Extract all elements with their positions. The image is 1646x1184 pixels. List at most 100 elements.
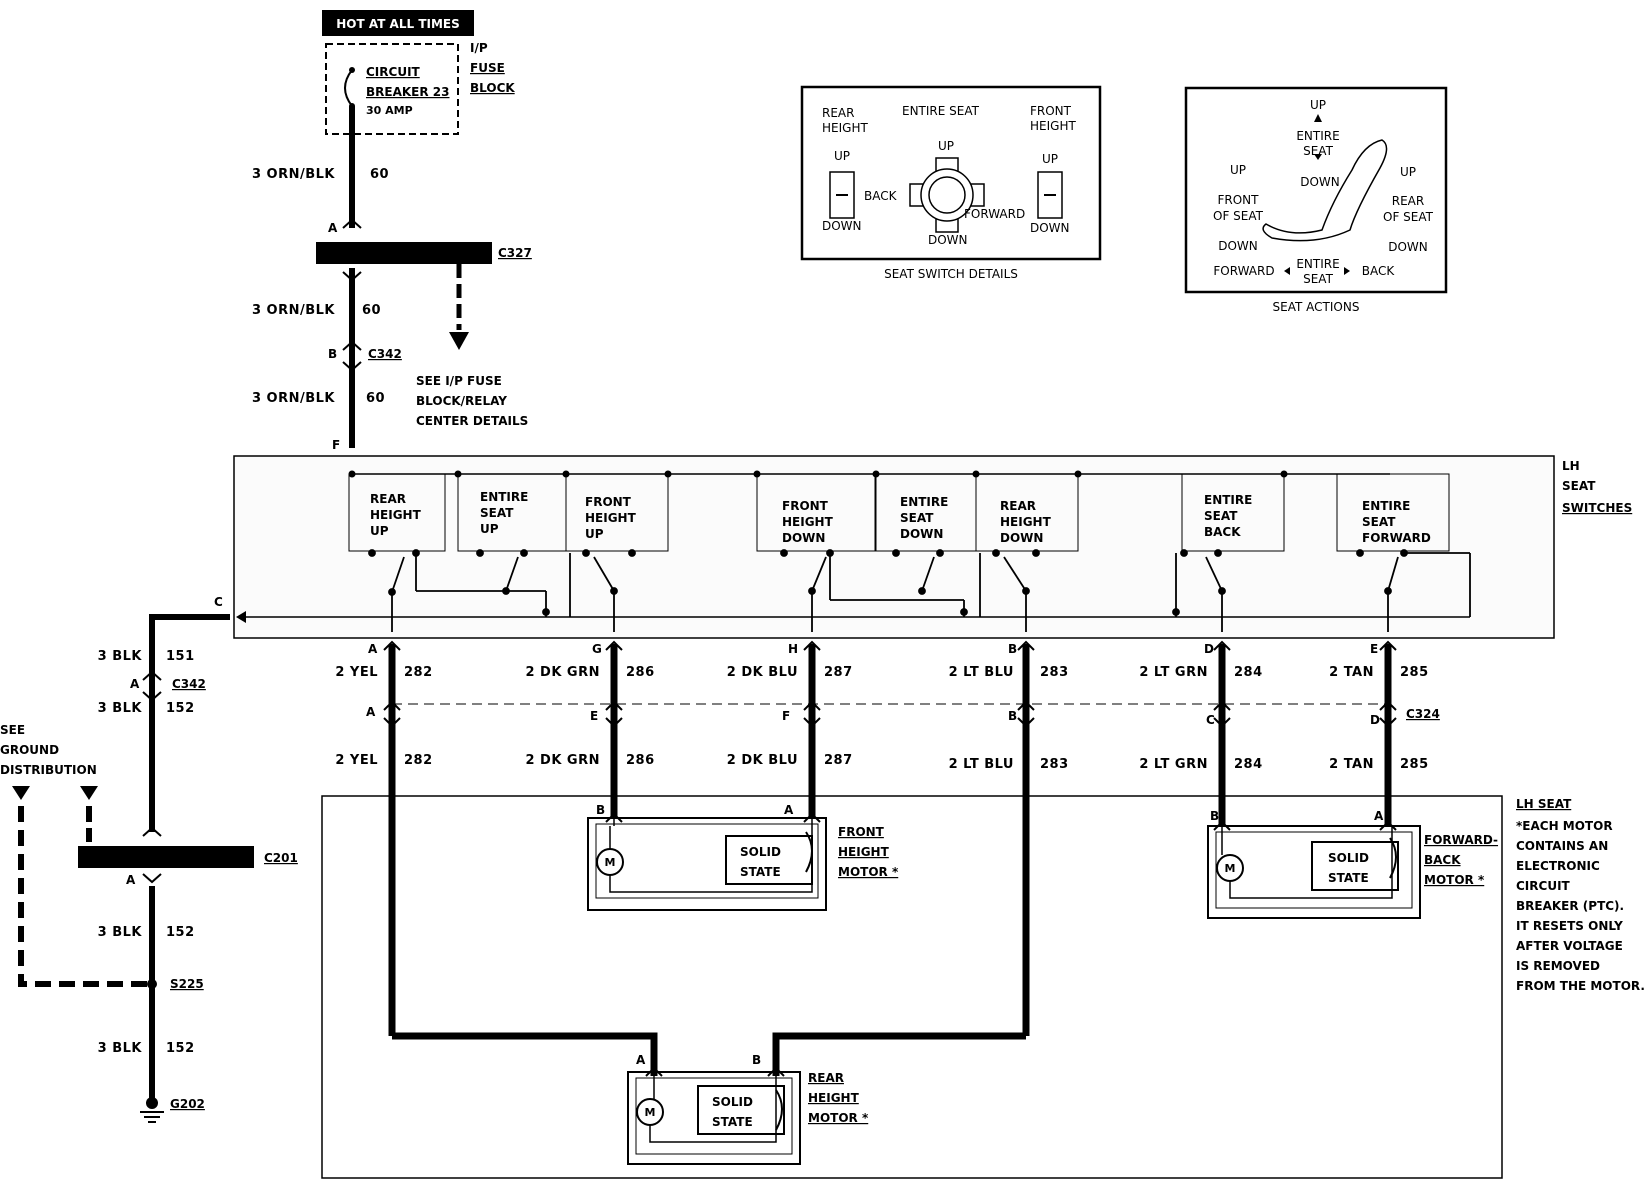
wire-ltgrn-lower: 2 LT GRN — [1139, 757, 1208, 772]
sw6-l2: HEIGHT — [1000, 515, 1052, 529]
rh-pin-b: B — [752, 1053, 761, 1067]
wire-dkgrn-upper: 2 DK GRN — [525, 665, 600, 680]
sw8-l1: ENTIRE — [1362, 499, 1410, 513]
see-ip-note-3: CENTER DETAILS — [416, 414, 528, 428]
c342-label-a: C342 — [172, 677, 206, 691]
feed-wire-1-circuit: 60 — [370, 167, 389, 182]
fh-label-3: MOTOR * — [838, 865, 899, 879]
breaker-terminal-top — [349, 67, 355, 73]
switch-labels: REAR HEIGHT UP ENTIRE SEAT UP FRONT HEIG… — [370, 490, 1431, 545]
ground-wire-2-circuit: 152 — [166, 701, 195, 716]
feed-wire-1-color: 3 ORN/BLK — [252, 167, 335, 182]
sa-rear-down: DOWN — [1388, 240, 1428, 254]
lh-seat-note-3: CONTAINS AN — [1516, 839, 1608, 853]
c327-bar — [316, 242, 492, 264]
switch-assembly-outline — [233, 455, 1555, 639]
rh-label-3: MOTOR * — [808, 1111, 869, 1125]
see-ip-note-2: BLOCK/RELAY — [416, 394, 507, 408]
ssd-caption: SEAT SWITCH DETAILS — [884, 267, 1018, 281]
feed-wire: 3 ORN/BLK 60 3 ORN/BLK 60 3 ORN/BLK 60 — [252, 106, 389, 448]
sa-front-down: DOWN — [1218, 239, 1258, 253]
sa-rear-1: REAR — [1392, 194, 1424, 208]
ground-wire-3-color: 3 BLK — [98, 925, 143, 940]
rh-state: STATE — [712, 1115, 753, 1129]
sa-entire-2: SEAT — [1303, 144, 1333, 158]
fb-pin-a: A — [1374, 809, 1384, 823]
sa-bottom-entire-2: SEAT — [1303, 272, 1333, 286]
wire-282-upper: 282 — [404, 665, 433, 680]
entire-seat-switch-icon — [909, 157, 985, 233]
wire-285-upper: 285 — [1400, 665, 1429, 680]
see-ip-note-1: SEE I/P FUSE — [416, 374, 502, 388]
ssd-entire-seat: ENTIRE SEAT — [902, 104, 980, 118]
see-ip-note: SEE I/P FUSE BLOCK/RELAY CENTER DETAILS — [416, 374, 528, 428]
seat-outline-icon — [1262, 139, 1388, 242]
connector-c327: A C327 — [316, 218, 532, 350]
fh-label-2: HEIGHT — [838, 845, 890, 859]
c327-label: C327 — [498, 246, 532, 260]
ground-ref-arrow-2 — [80, 786, 98, 800]
ground-ref-arrow-1 — [12, 786, 30, 800]
lh-seat-note-1: LH SEAT — [1516, 797, 1572, 811]
lh-seat-note-4: ELECTRONIC — [1516, 859, 1600, 873]
sw2-l2: SEAT — [480, 506, 514, 520]
switch-bus-dots — [348, 470, 1288, 478]
ground-wire-2-color: 3 BLK — [98, 701, 143, 716]
c201-pin-a: A — [126, 873, 136, 887]
c324-pin-f: F — [782, 709, 790, 723]
sw3-l2: HEIGHT — [585, 511, 637, 525]
front-height-switch-icon — [1037, 171, 1063, 219]
ssd-rear-down: DOWN — [822, 219, 862, 233]
sw6-l3: DOWN — [1000, 531, 1043, 545]
switch-contacts — [368, 549, 1471, 632]
splice-s225 — [147, 979, 157, 989]
wire-tan-upper: 2 TAN — [1329, 665, 1374, 680]
c201-bar — [78, 846, 254, 868]
sw5-l3: DOWN — [900, 527, 943, 541]
sw4-l3: DOWN — [782, 531, 825, 545]
c342-label-b: C342 — [368, 347, 402, 361]
s225-label: S225 — [170, 977, 204, 991]
wire-dkgrn-lower: 2 DK GRN — [525, 753, 600, 768]
sw3-l3: UP — [585, 527, 604, 541]
ssd-rear-2: HEIGHT — [822, 121, 868, 135]
sw2-l3: UP — [480, 522, 499, 536]
ground-symbol-icon — [140, 1097, 164, 1123]
sw7-l2: SEAT — [1204, 509, 1238, 523]
sa-entire-up: UP — [1310, 98, 1326, 112]
sw1-l2: HEIGHT — [370, 508, 422, 522]
wire-dkblu-lower: 2 DK BLU — [727, 753, 798, 768]
wire-yel-upper: 2 YEL — [335, 665, 378, 680]
ground-circuit: C 3 BLK 151 A C342 3 BLK 152 SEE GROUND … — [0, 595, 298, 1123]
ip-fuse-label-3: BLOCK — [470, 81, 515, 95]
switch-boxes — [348, 473, 1450, 552]
ssd-rear-1: REAR — [822, 106, 854, 120]
rh-pin-a: A — [636, 1053, 646, 1067]
wire-ltblu-lower: 2 LT BLU — [949, 757, 1014, 772]
wire-283-lower: 283 — [1040, 757, 1069, 772]
hot-at-all-times-banner — [322, 10, 474, 36]
fh-state: STATE — [740, 865, 781, 879]
wire-283-upper: 283 — [1040, 665, 1069, 680]
ip-fuse-label-1: I/P — [470, 41, 488, 55]
sw-pin-h: H — [788, 642, 798, 656]
lh-seat-note-6: BREAKER (PTC). — [1516, 899, 1624, 913]
sa-entire-1: ENTIRE — [1296, 129, 1339, 143]
sw7-l3: BACK — [1204, 525, 1241, 539]
ground-wire-4-color: 3 BLK — [98, 1041, 143, 1056]
lh-seat-note: LH SEAT *EACH MOTOR CONTAINS AN ELECTRON… — [1516, 797, 1645, 993]
fb-label-3: MOTOR * — [1424, 873, 1485, 887]
switches-label-1: LH — [1562, 459, 1580, 473]
fh-pin-a: A — [784, 803, 794, 817]
seat-actions: UP ENTIRE SEAT DOWN UP FRONT OF SEAT DOW… — [1184, 86, 1448, 314]
wire-286-upper: 286 — [626, 665, 655, 680]
sa-bottom-entire-1: ENTIRE — [1296, 257, 1339, 271]
feed-wire-3-circuit: 60 — [366, 391, 385, 406]
fb-state: STATE — [1328, 871, 1369, 885]
switch-pin-f: F — [332, 438, 340, 452]
fb-pin-b: B — [1210, 809, 1219, 823]
rh-solid-state-box — [697, 1085, 785, 1135]
sw-pin-g: G — [592, 642, 602, 656]
front-height-motor: B A M SOLID STATE FRONT HEIGHT MOTOR * — [587, 803, 899, 911]
